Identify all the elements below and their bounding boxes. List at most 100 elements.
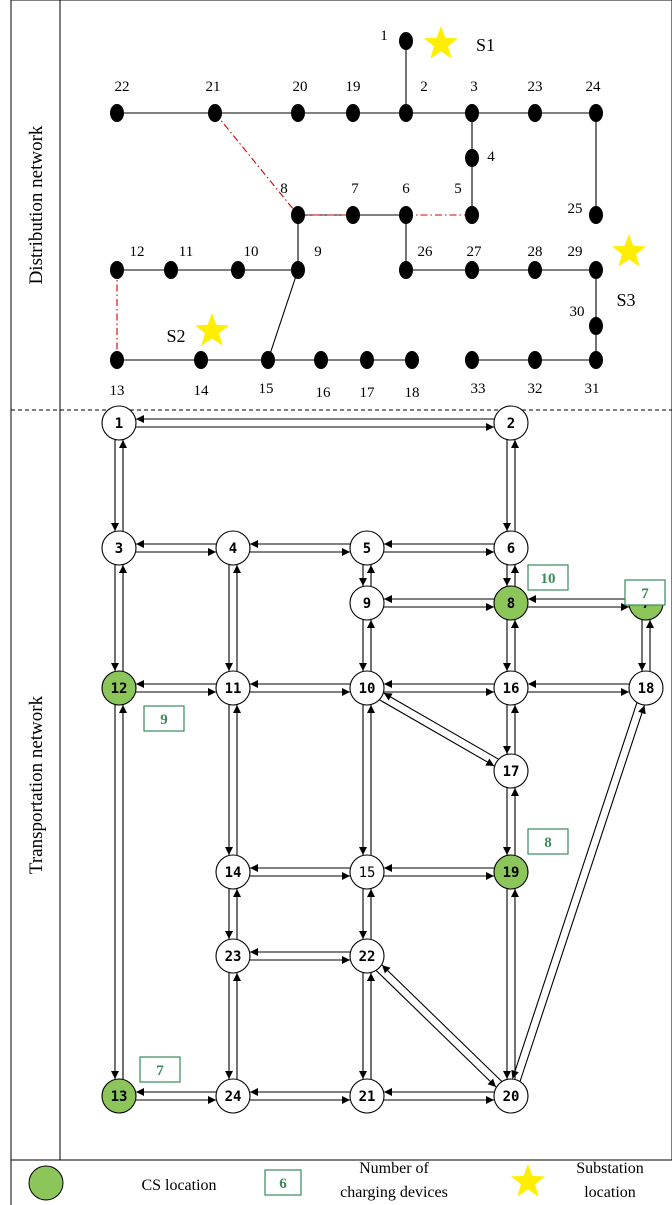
- substation-star-icon: [423, 26, 459, 59]
- bus-label: 19: [346, 79, 361, 95]
- traffic-node-label: 11: [225, 681, 242, 697]
- bus-node: [346, 104, 360, 122]
- traffic-node: [493, 670, 529, 706]
- traffic-node: [101, 405, 137, 441]
- road-arc: [519, 705, 646, 1082]
- traffic-node: [215, 670, 251, 706]
- bus-node: [465, 149, 479, 167]
- traffic-node-label: 21: [359, 1089, 376, 1105]
- bus-label: 28: [528, 244, 543, 260]
- traffic-node-label: 3: [115, 541, 123, 557]
- substation-label: S3: [616, 290, 635, 310]
- bus-label: 20: [293, 79, 308, 95]
- traffic-node-label: 12: [111, 681, 128, 697]
- bus-node: [589, 261, 603, 279]
- bus-label: 5: [454, 181, 462, 197]
- bus-label: 30: [570, 304, 585, 320]
- bus-label: 29: [568, 244, 583, 260]
- traffic-node: [493, 1078, 529, 1114]
- traffic-node: [101, 530, 137, 566]
- bus-node: [110, 104, 124, 122]
- charging-count-value: 9: [160, 712, 168, 728]
- traffic-node-label: 15: [359, 865, 376, 881]
- cs-node: [101, 670, 137, 706]
- traffic-node: [215, 854, 251, 890]
- bus-node: [110, 261, 124, 279]
- bus-node: [465, 104, 479, 122]
- bus-node: [291, 261, 305, 279]
- bus-node: [528, 351, 542, 369]
- bus-node: [291, 104, 305, 122]
- substation-label: S1: [476, 35, 495, 55]
- charging-count-box: [624, 579, 666, 606]
- traffic-node-label: 1: [115, 416, 123, 432]
- traffic-node-label: 13: [111, 1089, 128, 1105]
- bus-node: [589, 351, 603, 369]
- traffic-node: [349, 670, 385, 706]
- road-arc: [376, 970, 497, 1088]
- bus-node: [399, 206, 413, 224]
- legend-count-box: [264, 1169, 302, 1196]
- bus-label: 11: [179, 244, 193, 260]
- road-arc: [381, 964, 502, 1082]
- bus-node: [465, 206, 479, 224]
- legend-substation-line1: Substation: [576, 1160, 644, 1177]
- traffic-node-label: 17: [503, 764, 520, 780]
- legend-star-icon: [510, 1164, 546, 1197]
- bus-node: [399, 32, 413, 50]
- road-arc: [383, 692, 499, 760]
- legend-count-example: 6: [279, 1176, 287, 1192]
- bus-node: [291, 206, 305, 224]
- traffic-node: [215, 938, 251, 974]
- traffic-node-label: 14: [225, 865, 242, 881]
- substation-star-icon: [194, 313, 230, 346]
- bus-node: [110, 351, 124, 369]
- charging-count-value: 7: [156, 1063, 164, 1079]
- traffic-node: [349, 585, 385, 621]
- bus-node: [405, 351, 419, 369]
- tie-line: [214, 112, 299, 216]
- charging-count-value: 7: [641, 586, 649, 602]
- bus-node: [314, 351, 328, 369]
- traffic-node: [349, 1078, 385, 1114]
- bus-label: 25: [568, 201, 583, 217]
- bus-label: 3: [470, 79, 478, 95]
- distribution-section-title: Distribution network: [26, 125, 47, 284]
- bus-node: [360, 351, 374, 369]
- bus-label: 23: [528, 79, 543, 95]
- traffic-node-label: 6: [507, 541, 515, 557]
- bus-label: 7: [351, 181, 359, 197]
- frame: [10, 0, 672, 1205]
- transportation-section-title: Transportation network: [26, 695, 47, 874]
- legend-devices-line2: charging devices: [340, 1184, 448, 1201]
- bus-node: [465, 351, 479, 369]
- bus-node: [528, 104, 542, 122]
- bus-label: 10: [244, 244, 259, 260]
- bus-node: [231, 261, 245, 279]
- bus-label: 13: [110, 383, 125, 399]
- bus-node: [208, 104, 222, 122]
- traffic-node-label: 2: [507, 416, 515, 432]
- transportation-network: 1234567891011121314151617181920212223247…: [101, 405, 666, 1114]
- bus-label: 6: [402, 181, 410, 197]
- charging-count-box: [527, 828, 569, 855]
- bus-label: 24: [586, 79, 602, 95]
- traffic-node-label: 5: [363, 541, 371, 557]
- traffic-node-label: 20: [503, 1089, 520, 1105]
- charging-count-box: [139, 1056, 181, 1083]
- bus-label: 27: [467, 244, 483, 260]
- charging-count-box: [143, 705, 185, 732]
- traffic-node: [215, 1078, 251, 1114]
- bus-label: 8: [280, 181, 288, 197]
- traffic-node-label: 18: [638, 681, 655, 697]
- traffic-node-label: 24: [225, 1089, 242, 1105]
- bus-node: [589, 104, 603, 122]
- traffic-node-label: 23: [225, 949, 242, 965]
- charging-count-box: [527, 564, 569, 591]
- bus-node: [528, 261, 542, 279]
- traffic-node: [493, 405, 529, 441]
- bus-label: 32: [528, 381, 543, 397]
- bus-label: 1: [380, 28, 388, 44]
